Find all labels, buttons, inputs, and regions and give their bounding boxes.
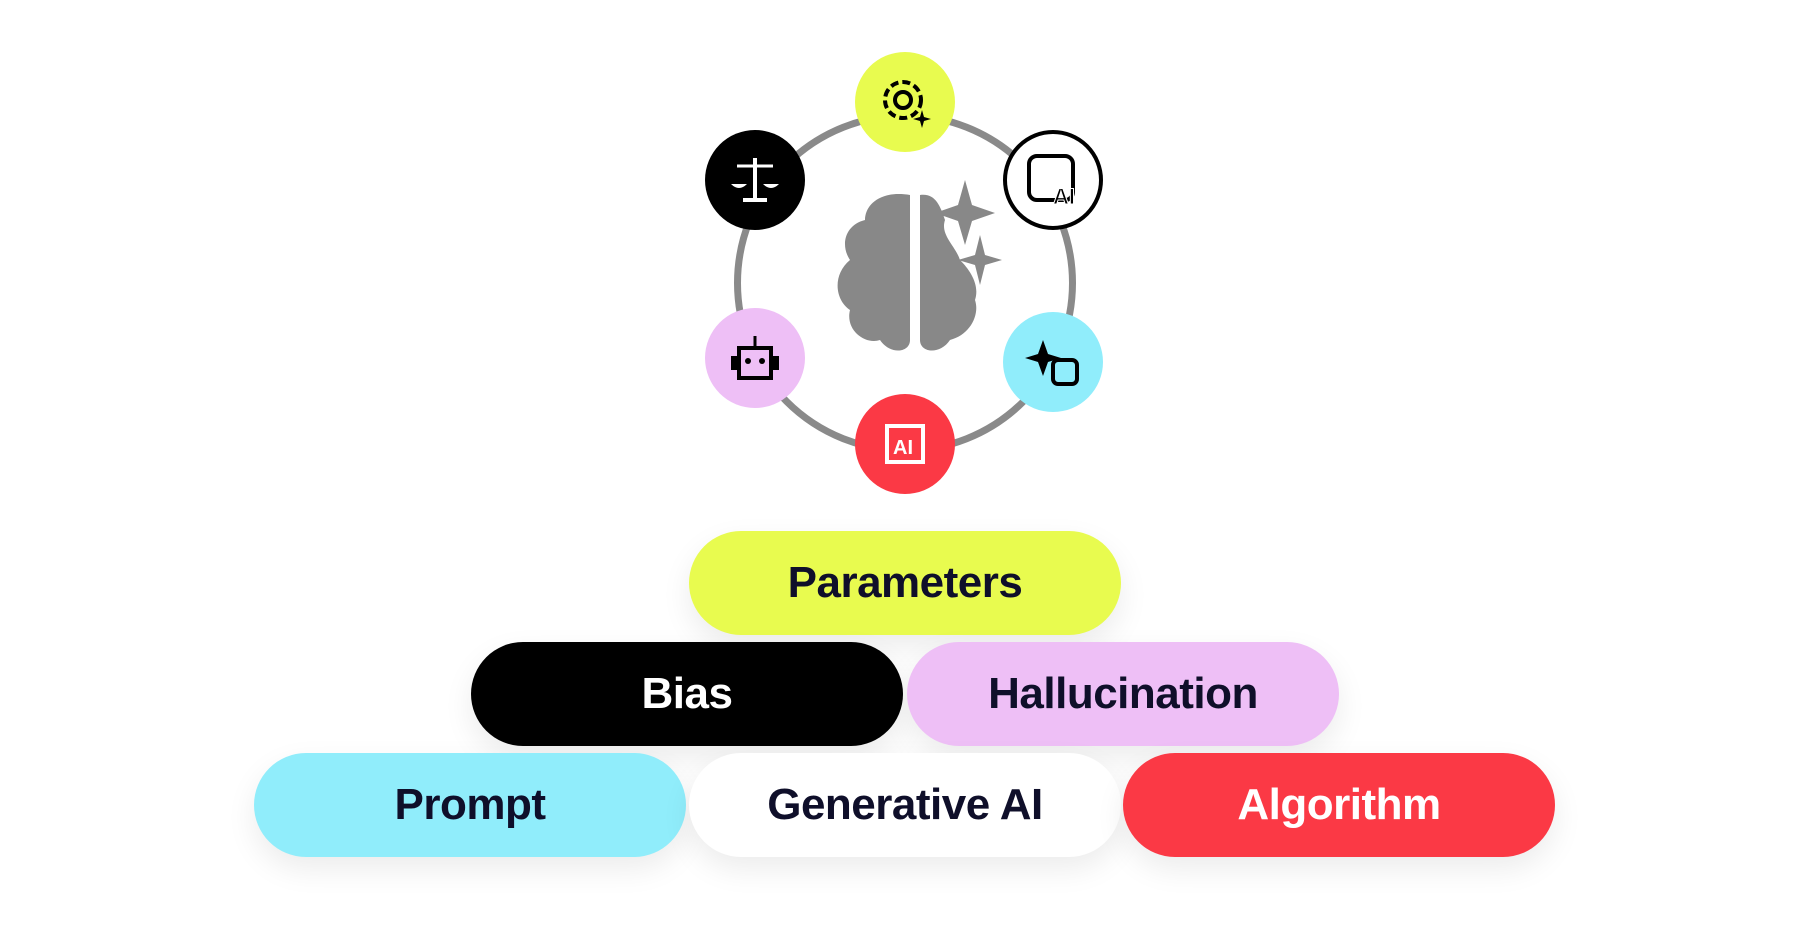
svg-text:AI: AI	[1053, 184, 1075, 209]
pill-parameters: Parameters	[689, 531, 1121, 635]
robot-icon	[731, 336, 779, 380]
ai-image-node: AI	[1003, 130, 1103, 230]
pill-algorithm: Algorithm	[1123, 753, 1555, 857]
ai-chip-node: AI	[855, 394, 955, 494]
pill-hallucination: Hallucination	[907, 642, 1339, 746]
scales-icon	[731, 158, 779, 202]
ai-text-sparkle-node	[1003, 312, 1103, 412]
gear-sparkle-icon	[883, 80, 931, 128]
brain-sparkle-icon	[820, 175, 1010, 365]
pill-bias: Bias	[471, 642, 903, 746]
pill-prompt: Prompt	[254, 753, 686, 857]
ai-image-icon: AI	[1027, 154, 1076, 210]
pill-generative-ai: Generative AI	[689, 753, 1121, 857]
robot-node	[705, 308, 805, 408]
svg-text:AI: AI	[893, 437, 913, 459]
scales-node	[705, 130, 805, 230]
ai-text-sparkle-icon	[1025, 340, 1079, 386]
gear-sparkle-node	[855, 52, 955, 152]
ai-chip-icon: AI	[885, 424, 925, 464]
